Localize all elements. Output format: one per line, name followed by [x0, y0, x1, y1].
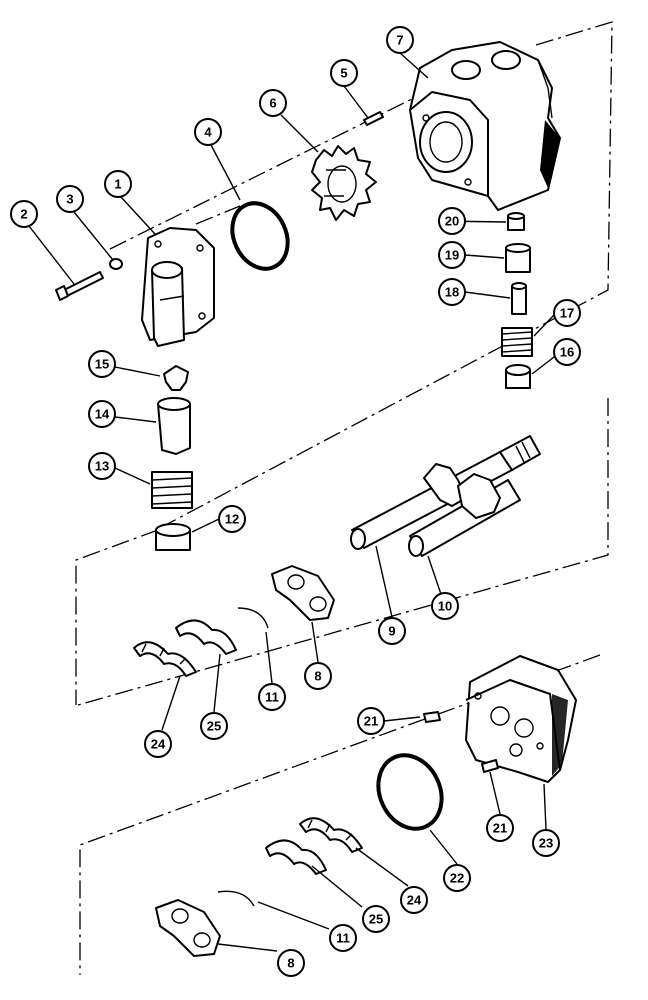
svg-text:15: 15	[95, 357, 109, 372]
spring-17	[501, 327, 533, 357]
pump-housing	[409, 41, 561, 211]
svg-text:13: 13	[95, 459, 109, 474]
key-11-upper	[237, 607, 269, 629]
callout-20: 20	[438, 207, 466, 235]
callout-9: 9	[378, 617, 406, 645]
plug-16	[505, 364, 531, 389]
callout-10: 10	[431, 592, 459, 620]
seal-25-upper	[175, 619, 237, 655]
svg-text:25: 25	[207, 719, 221, 734]
svg-text:3: 3	[66, 192, 73, 207]
callout-24-upper: 24	[144, 730, 172, 758]
svg-text:8: 8	[287, 956, 294, 971]
bolt-2	[55, 271, 104, 301]
plunger-18	[511, 282, 527, 315]
callout-1: 1	[104, 170, 132, 198]
callout-2: 2	[10, 200, 38, 228]
svg-text:23: 23	[539, 836, 553, 851]
o-ring-4	[230, 201, 290, 271]
plug-12	[155, 523, 191, 551]
callout-14: 14	[88, 400, 116, 428]
svg-text:22: 22	[450, 871, 464, 886]
svg-text:17: 17	[560, 306, 574, 321]
valve-poppet-15	[163, 365, 189, 391]
callout-11-lower: 11	[329, 924, 357, 952]
svg-text:9: 9	[388, 624, 395, 639]
washer-3	[109, 258, 123, 270]
backup-ring-24-lower	[299, 817, 363, 853]
gear-6	[311, 145, 377, 221]
dowel-21-left	[423, 711, 441, 723]
pin-5	[363, 111, 384, 126]
svg-text:16: 16	[560, 345, 574, 360]
callout-4: 4	[194, 118, 222, 146]
backup-ring-24-upper	[133, 641, 197, 677]
bearing-plate-8-upper	[271, 565, 335, 621]
callout-24-lower: 24	[400, 886, 428, 914]
svg-text:24: 24	[407, 893, 422, 908]
svg-text:25: 25	[369, 912, 383, 927]
callout-8-lower: 8	[277, 949, 305, 977]
svg-text:20: 20	[445, 214, 459, 229]
svg-text:12: 12	[225, 512, 239, 527]
key-11-lower	[217, 890, 255, 907]
callout-22: 22	[443, 864, 471, 892]
callout-3: 3	[56, 185, 84, 213]
svg-text:21: 21	[493, 821, 507, 836]
callout-12: 12	[218, 505, 246, 533]
svg-text:19: 19	[445, 248, 459, 263]
svg-text:5: 5	[340, 66, 347, 81]
svg-text:18: 18	[445, 285, 459, 300]
svg-text:11: 11	[265, 690, 279, 705]
callout-21-right: 21	[486, 814, 514, 842]
svg-text:1: 1	[114, 177, 121, 192]
callout-25-lower: 25	[362, 905, 390, 933]
callout-19: 19	[438, 241, 466, 269]
seal-25-lower	[265, 839, 327, 875]
svg-text:10: 10	[438, 599, 452, 614]
svg-text:4: 4	[204, 125, 212, 140]
callout-16: 16	[553, 338, 581, 366]
svg-text:21: 21	[364, 714, 378, 729]
callout-25-upper: 25	[200, 712, 228, 740]
callout-23: 23	[532, 829, 560, 857]
spring-13	[151, 471, 193, 509]
svg-text:14: 14	[95, 407, 110, 422]
end-cover-23	[465, 655, 577, 783]
svg-text:7: 7	[396, 33, 403, 48]
sleeve-19	[505, 243, 531, 273]
dowel-21-right	[481, 759, 499, 773]
svg-text:8: 8	[314, 669, 321, 684]
callout-6: 6	[259, 89, 287, 117]
callout-21-left: 21	[357, 707, 385, 735]
bearing-plate-8-lower	[155, 899, 221, 957]
callout-7: 7	[386, 26, 414, 54]
assembly-frames	[75, 21, 613, 975]
svg-text:6: 6	[269, 96, 276, 111]
leader-lines	[28, 52, 555, 952]
o-ring-22	[376, 753, 444, 831]
cover-housing-1	[141, 227, 215, 347]
svg-text:11: 11	[336, 931, 350, 946]
callout-5: 5	[330, 59, 358, 87]
valve-sleeve-14	[157, 397, 191, 455]
callout-18: 18	[438, 278, 466, 306]
callout-13: 13	[88, 452, 116, 480]
callout-17: 17	[553, 299, 581, 327]
callout-11-upper: 11	[258, 683, 286, 711]
svg-text:2: 2	[20, 207, 27, 222]
svg-text:24: 24	[151, 737, 166, 752]
gear-shaft-10	[408, 473, 521, 557]
callout-8-upper: 8	[304, 662, 332, 690]
cap-20	[507, 212, 525, 231]
callout-15: 15	[88, 350, 116, 378]
